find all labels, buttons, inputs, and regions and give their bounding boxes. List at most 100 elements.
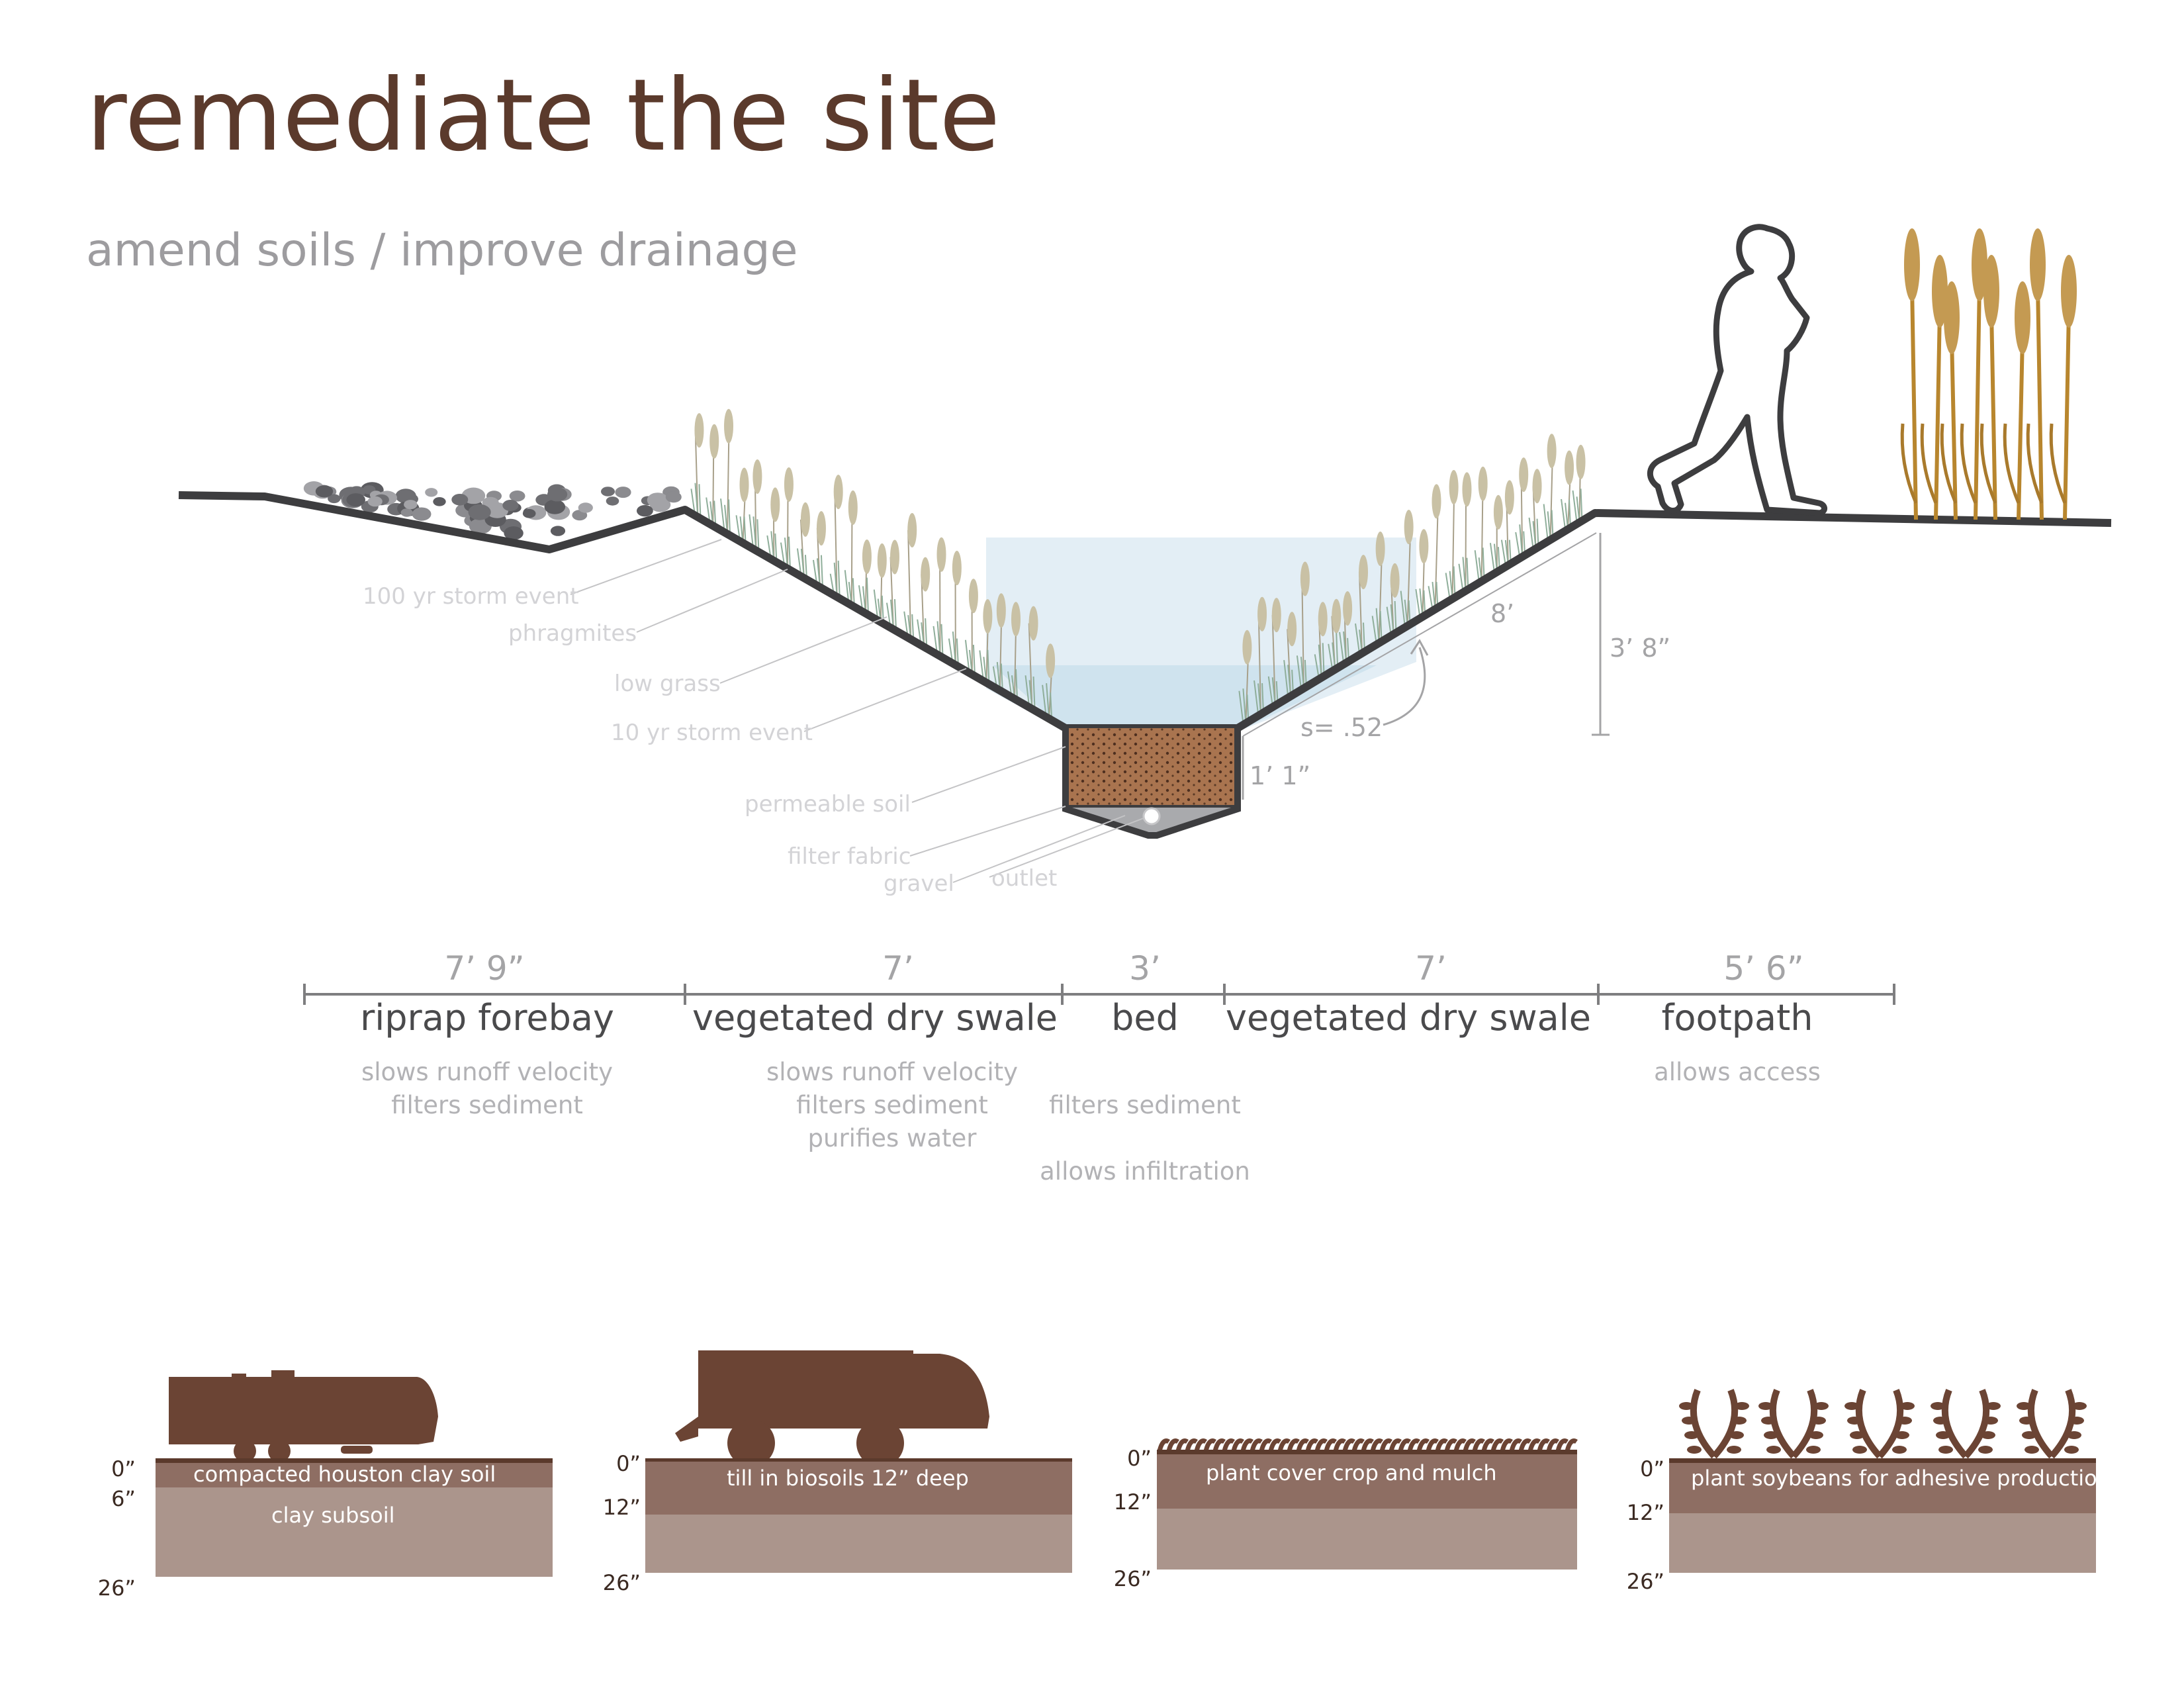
soybean-pod xyxy=(1727,1446,1741,1454)
mulch-tuft xyxy=(1527,1438,1541,1452)
phragmites-plume xyxy=(1332,598,1342,633)
soil-surface xyxy=(156,1458,553,1463)
mulch-tuft xyxy=(1546,1438,1559,1452)
mulch-tuft xyxy=(1324,1438,1337,1452)
panel-label: plant cover crop and mulch xyxy=(1206,1460,1497,1485)
tiller-wheel xyxy=(727,1419,775,1467)
soil-layer-biosoil xyxy=(645,1462,1072,1515)
soybean-plants-icon xyxy=(1679,1389,2087,1459)
panel-label: clay subsoil xyxy=(271,1503,395,1528)
mulch-tuft xyxy=(1231,1438,1244,1452)
wheat-stalk xyxy=(1934,310,1942,520)
riprap-stone xyxy=(425,488,438,497)
soybean-pod xyxy=(1814,1402,1829,1410)
soybean-pod xyxy=(1983,1417,1998,1425)
riprap-stone xyxy=(550,526,566,536)
low-grass-blade xyxy=(1253,680,1259,715)
panel-label: compacted houston clay soil xyxy=(193,1462,496,1487)
phragmites-plume xyxy=(1462,472,1472,507)
low-grass-blade xyxy=(1419,588,1424,617)
phragmites-plume xyxy=(1287,612,1297,647)
soybean-pod xyxy=(1978,1446,1993,1454)
soybean-stem xyxy=(1941,1389,1968,1459)
soybean-pod xyxy=(1852,1446,1867,1454)
riprap-stone xyxy=(367,496,383,507)
segment-note: filters sediment xyxy=(796,1091,988,1119)
grass-stem xyxy=(1301,579,1304,688)
low-grass-blade xyxy=(1532,521,1537,549)
wheat-stalk xyxy=(1950,337,1958,520)
soybean-pod xyxy=(1936,1431,1950,1439)
low-grass-blade xyxy=(972,645,976,675)
mulch-tuft xyxy=(1435,1438,1448,1452)
segment-name: vegetated dry swale xyxy=(1226,997,1591,1039)
mulch-tuft xyxy=(1490,1438,1504,1452)
low-grass-blade xyxy=(925,618,928,647)
depth-label: 26” xyxy=(1114,1566,1152,1591)
phragmites-plume xyxy=(816,511,826,546)
label-filter-fabric: filter fabric xyxy=(788,843,911,870)
mulch-tuft xyxy=(1509,1438,1522,1452)
low-grass-blade xyxy=(866,577,869,614)
segment-note: purifies water xyxy=(808,1124,978,1152)
soybean-pod xyxy=(1850,1431,1864,1439)
wheat-stalk xyxy=(1910,284,1918,520)
soybean-pod xyxy=(1933,1417,1948,1425)
low-grass-blade xyxy=(1432,581,1436,610)
riprap-stone xyxy=(522,508,536,518)
soybean-pod xyxy=(1758,1402,1773,1410)
low-grass-blade xyxy=(1046,683,1050,719)
low-grass-blade xyxy=(1000,663,1003,691)
low-grass-blade xyxy=(1050,692,1053,719)
mulch-tuft xyxy=(1398,1438,1411,1452)
segment-dimension: 7’ xyxy=(1415,949,1447,988)
low-grass-blade xyxy=(1458,563,1464,591)
grass-stem xyxy=(1271,615,1276,706)
low-grass-blade xyxy=(940,624,944,657)
riprap-stone xyxy=(482,496,499,509)
phragmites-plume xyxy=(936,537,946,572)
phragmites-plume xyxy=(1404,510,1414,545)
soybean-pod xyxy=(1679,1402,1694,1410)
mulch-tuft xyxy=(1305,1438,1318,1452)
mulch-tuft xyxy=(1453,1438,1467,1452)
low-grass-blade xyxy=(1519,524,1524,557)
walking-person-icon xyxy=(1647,224,1827,516)
soybean-pod xyxy=(2070,1417,2084,1425)
depth-label: 12” xyxy=(1114,1489,1152,1515)
low-grass-blade xyxy=(1515,532,1521,557)
soybean-pod xyxy=(1892,1446,1907,1454)
low-grass-blade xyxy=(694,483,699,518)
low-grass-blade xyxy=(1561,498,1567,530)
low-grass-blade xyxy=(1328,643,1334,670)
low-grass-blade xyxy=(1300,657,1304,688)
phragmites-plume xyxy=(739,467,749,502)
riprap-stone xyxy=(404,500,418,510)
depth-label: 26” xyxy=(603,1570,641,1595)
wheat-leaf xyxy=(1940,423,1958,504)
segment-name: vegetated dry swale xyxy=(692,997,1058,1039)
soybean-pod xyxy=(2067,1431,2081,1439)
soybean-pod xyxy=(1847,1417,1862,1425)
slope-arrow xyxy=(1383,647,1426,726)
mulch-tuft xyxy=(1444,1438,1457,1452)
phragmites-plume xyxy=(1257,596,1267,632)
low-grass-blade xyxy=(713,500,717,526)
low-grass-blade xyxy=(1445,573,1451,599)
soil-layer-mulch xyxy=(1157,1454,1577,1509)
depth-label: 12” xyxy=(603,1495,641,1520)
mulch-tuft xyxy=(1555,1438,1569,1452)
soybean-pod xyxy=(1766,1446,1781,1454)
mulch-tuft xyxy=(1481,1438,1494,1452)
low-grass-blade xyxy=(1332,642,1336,670)
phragmites-plume xyxy=(1359,555,1369,590)
low-grass-blade xyxy=(1400,590,1406,626)
soybean-stem xyxy=(1711,1389,1739,1459)
wheat-head xyxy=(2030,228,2046,301)
wheat-head xyxy=(1904,228,1920,301)
phragmites-plume xyxy=(921,557,931,592)
phragmites-plume xyxy=(983,599,993,634)
panel-label: plant soybeans for adhesive production xyxy=(1691,1466,2111,1491)
soybean-pod xyxy=(1806,1446,1821,1454)
depth-label: 0” xyxy=(616,1451,641,1476)
